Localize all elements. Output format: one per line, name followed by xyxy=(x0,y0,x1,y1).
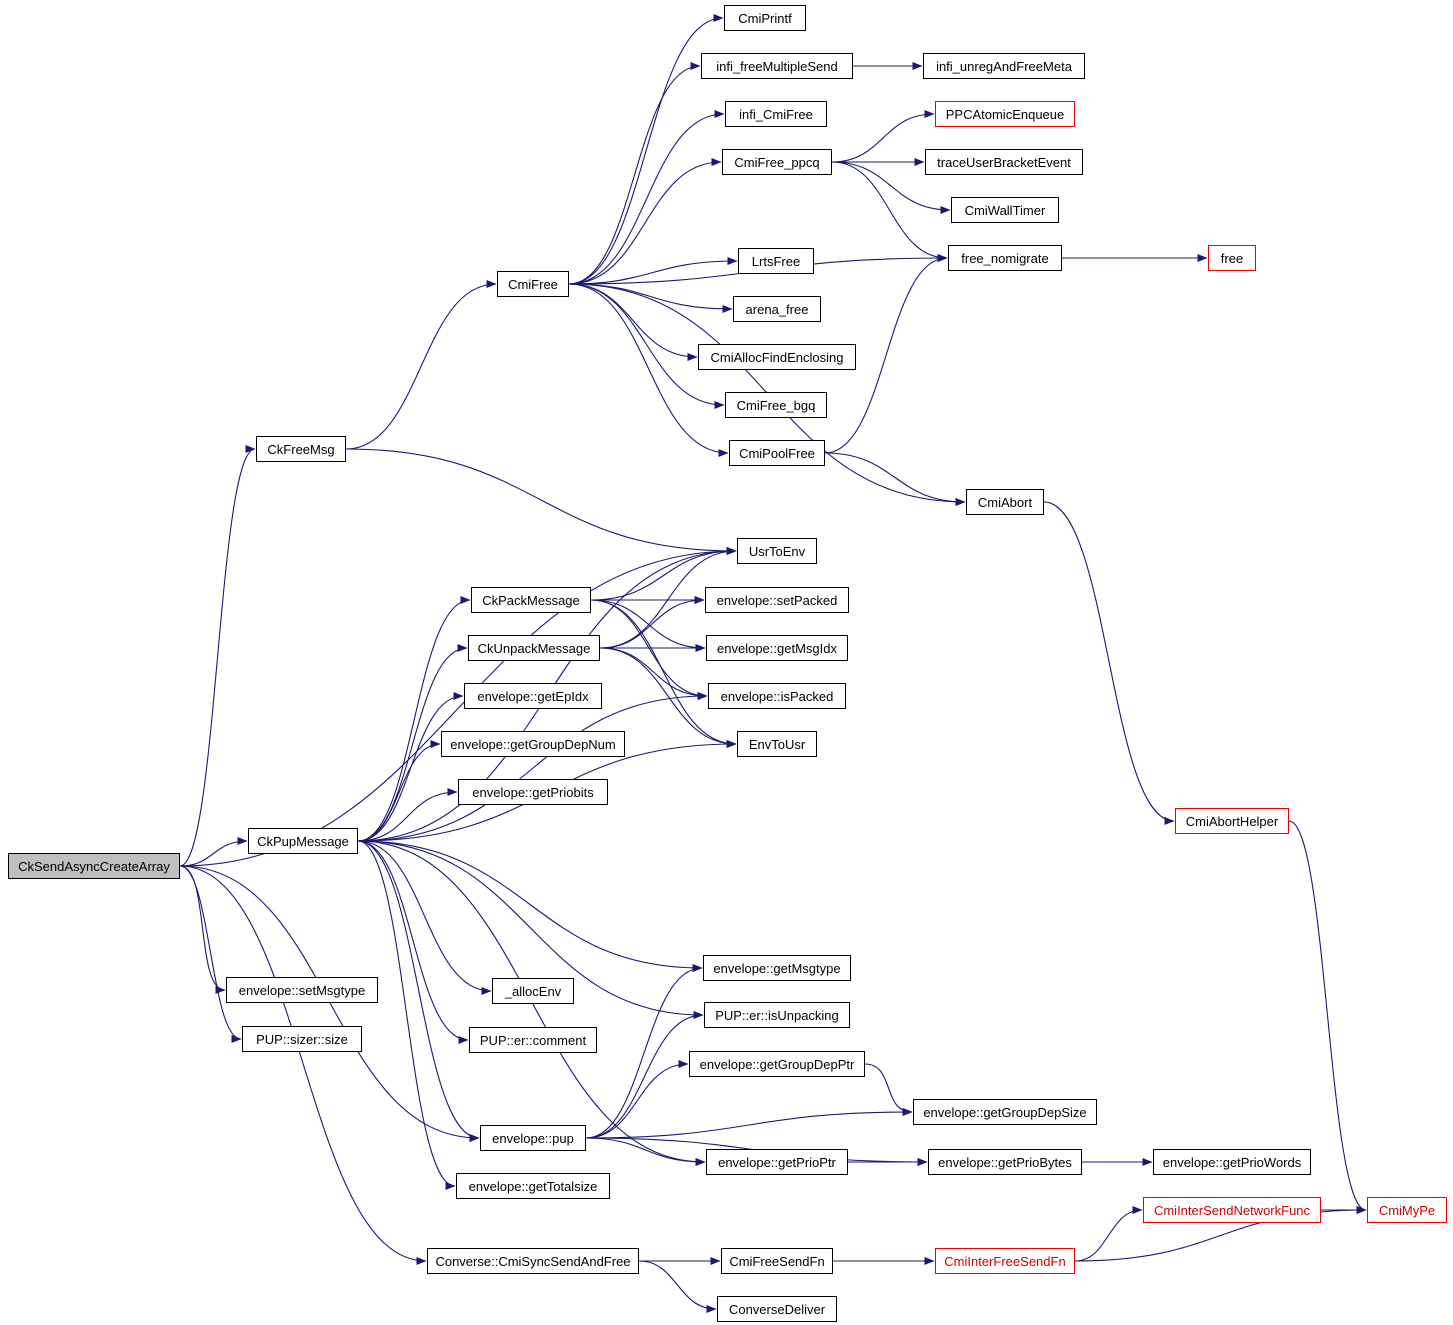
edge-CkPupMessage-to-allocEnv xyxy=(357,840,492,995)
edge-env_pup-to-env_getGroupDepPtr xyxy=(585,1060,689,1139)
node-env_getGroupDepPtr[interactable]: envelope::getGroupDepPtr xyxy=(689,1051,865,1077)
node-env_getMsgtype[interactable]: envelope::getMsgtype xyxy=(703,955,851,981)
node-env_getEpIdx[interactable]: envelope::getEpIdx xyxy=(464,683,602,709)
edge-CkPupMessage-to-env_isPacked xyxy=(357,692,708,842)
edge-CmiFree-to-CmiPrintf xyxy=(568,14,724,285)
edge-CmiAbort-to-CmiAbortHelper xyxy=(1043,501,1175,825)
node-ConverseDeliver[interactable]: ConverseDeliver xyxy=(717,1296,837,1322)
edge-CmiFree_ppcq-to-CmiWallTimer xyxy=(831,161,951,214)
node-CmiWallTimer[interactable]: CmiWallTimer xyxy=(951,197,1059,223)
edge-CkUnpackMessage-to-env_setPacked xyxy=(599,596,705,649)
node-CkUnpackMessage[interactable]: CkUnpackMessage xyxy=(468,635,600,661)
edge-CkPupMessage-to-PUP_er_isUnpacking xyxy=(357,840,704,1019)
node-env_getPrioPtr[interactable]: envelope::getPrioPtr xyxy=(706,1149,848,1175)
node-CmiAbortHelper[interactable]: CmiAbortHelper xyxy=(1175,808,1289,834)
node-CmiMyPe[interactable]: CmiMyPe xyxy=(1367,1197,1447,1223)
node-env_setPacked[interactable]: envelope::setPacked xyxy=(705,587,849,613)
edge-CkPupMessage-to-env_getPriobits xyxy=(357,788,458,842)
edge-CkPupMessage-to-env_pup xyxy=(357,840,480,1142)
node-env_getPrioBytes[interactable]: envelope::getPrioBytes xyxy=(928,1149,1082,1175)
node-CmiFree_ppcq[interactable]: CmiFree_ppcq xyxy=(722,149,832,175)
node-env_getPriobits[interactable]: envelope::getPriobits xyxy=(458,779,608,805)
edge-CmiInterFreeSendFn-to-CmiInterSendNetworkFunc xyxy=(1074,1206,1143,1262)
node-infi_freeMultipleSend[interactable]: infi_freeMultipleSend xyxy=(701,53,853,79)
node-free[interactable]: free xyxy=(1208,245,1256,271)
edge-CkUnpackMessage-to-EnvToUsr xyxy=(599,647,737,748)
edge-CkPackMessage-to-env_getMsgIdx xyxy=(590,599,706,652)
edge-env_pup-to-env_getMsgtype xyxy=(585,964,703,1139)
node-PUP_er_isUnpacking[interactable]: PUP::er::isUnpacking xyxy=(704,1002,850,1028)
edge-CkPupMessage-to-CkUnpackMessage xyxy=(357,644,468,842)
node-UsrToEnv[interactable]: UsrToEnv xyxy=(737,538,817,564)
edge-CkFreeMsg-to-UsrToEnv xyxy=(345,448,737,555)
edge-CmiAbortHelper-to-CmiMyPe xyxy=(1288,820,1367,1214)
edge-CmiPoolFree-to-free_nomigrate xyxy=(824,254,948,454)
edge-CkPupMessage-to-PUP_er_comment xyxy=(357,840,469,1044)
node-env_pup[interactable]: envelope::pup xyxy=(480,1125,586,1151)
edge-CmiFree-to-CmiPoolFree xyxy=(568,283,729,457)
node-CmiPrintf[interactable]: CmiPrintf xyxy=(724,5,806,31)
node-infi_CmiFree[interactable]: infi_CmiFree xyxy=(725,101,827,127)
node-root[interactable]: CkSendAsyncCreateArray xyxy=(8,853,180,879)
node-CkFreeMsg[interactable]: CkFreeMsg xyxy=(256,436,346,462)
node-CmiInterSendNetworkFunc[interactable]: CmiInterSendNetworkFunc xyxy=(1143,1197,1321,1223)
node-env_getPrioWords[interactable]: envelope::getPrioWords xyxy=(1153,1149,1311,1175)
node-traceUserBracketEvent[interactable]: traceUserBracketEvent xyxy=(925,149,1083,175)
node-env_getGroupDepNum[interactable]: envelope::getGroupDepNum xyxy=(441,731,625,757)
node-allocEnv[interactable]: _allocEnv xyxy=(492,978,574,1004)
node-CkPackMessage[interactable]: CkPackMessage xyxy=(471,587,591,613)
edge-CkPupMessage-to-CkPackMessage xyxy=(357,596,471,842)
node-EnvToUsr[interactable]: EnvToUsr xyxy=(737,731,817,757)
edge-CmiFree-to-infi_freeMultipleSend xyxy=(568,62,701,285)
node-PUP_er_comment[interactable]: PUP::er::comment xyxy=(469,1027,597,1053)
edge-root-to-CkFreeMsg xyxy=(179,445,256,867)
edge-CmiFree-to-LrtsFree xyxy=(568,257,738,285)
edge-root-to-env_setMsgtype xyxy=(179,865,226,994)
node-env_setMsgtype[interactable]: envelope::setMsgtype xyxy=(226,977,378,1003)
node-CmiInterFreeSendFn[interactable]: CmiInterFreeSendFn xyxy=(935,1248,1075,1274)
node-CmiFree[interactable]: CmiFree xyxy=(497,271,569,297)
edge-root-to-UsrToEnv xyxy=(179,547,737,867)
node-env_isPacked[interactable]: envelope::isPacked xyxy=(708,683,846,709)
edge-CkPackMessage-to-EnvToUsr xyxy=(590,599,737,748)
node-PUP_sizer_size[interactable]: PUP::sizer::size xyxy=(242,1026,362,1052)
edge-CmiFree-to-CmiAllocFindEnclosing xyxy=(568,283,698,361)
node-env_getMsgIdx[interactable]: envelope::getMsgIdx xyxy=(706,635,848,661)
node-PPCAtomicEnqueue[interactable]: PPCAtomicEnqueue xyxy=(935,101,1075,127)
edge-CkPupMessage-to-env_getMsgtype xyxy=(357,840,703,972)
edge-CmiPoolFree-to-CmiAbort xyxy=(824,452,966,506)
edge-CmiFree-to-CmiFree_ppcq xyxy=(568,158,722,285)
edge-CmiFree_ppcq-to-free_nomigrate xyxy=(831,161,948,262)
edge-CmiFree_ppcq-to-PPCAtomicEnqueue xyxy=(831,110,935,163)
node-Converse_CmiSyncSendAndFree[interactable]: Converse::CmiSyncSendAndFree xyxy=(427,1248,639,1274)
edge-CmiFree-to-infi_CmiFree xyxy=(568,110,725,285)
node-CmiAbort[interactable]: CmiAbort xyxy=(966,489,1044,515)
node-infi_unregAndFreeMeta[interactable]: infi_unregAndFreeMeta xyxy=(923,53,1085,79)
node-free_nomigrate[interactable]: free_nomigrate xyxy=(948,245,1062,271)
edge-root-to-Converse_CmiSyncSendAndFree xyxy=(179,865,427,1265)
node-env_getGroupDepSize[interactable]: envelope::getGroupDepSize xyxy=(913,1099,1097,1125)
node-arena_free[interactable]: arena_free xyxy=(733,296,821,322)
node-CmiPoolFree[interactable]: CmiPoolFree xyxy=(729,440,825,466)
edge-env_getGroupDepPtr-to-env_getGroupDepSize xyxy=(864,1063,913,1116)
node-CmiAllocFindEnclosing[interactable]: CmiAllocFindEnclosing xyxy=(698,344,856,370)
edge-root-to-CkPupMessage xyxy=(179,837,248,867)
node-CkPupMessage[interactable]: CkPupMessage xyxy=(248,828,358,854)
node-CmiFreeSendFn[interactable]: CmiFreeSendFn xyxy=(721,1248,833,1274)
edge-CkFreeMsg-to-CmiFree xyxy=(345,280,497,450)
edge-CmiFree-to-CmiFree_bgq xyxy=(568,283,725,409)
edge-env_pup-to-env_getPrioPtr xyxy=(585,1137,706,1166)
node-CmiFree_bgq[interactable]: CmiFree_bgq xyxy=(725,392,827,418)
edge-root-to-PUP_sizer_size xyxy=(179,865,242,1043)
edge-env_pup-to-env_getGroupDepSize xyxy=(585,1108,913,1139)
edge-Converse_CmiSyncSendAndFree-to-ConverseDeliver xyxy=(638,1260,717,1313)
node-LrtsFree[interactable]: LrtsFree xyxy=(738,248,814,274)
edge-CkPupMessage-to-env_getGroupDepNum xyxy=(357,740,441,842)
node-env_getTotalsize[interactable]: envelope::getTotalsize xyxy=(456,1173,610,1199)
edge-env_pup-to-PUP_er_isUnpacking xyxy=(585,1011,704,1139)
edge-CkPupMessage-to-env_getTotalsize xyxy=(357,840,456,1190)
